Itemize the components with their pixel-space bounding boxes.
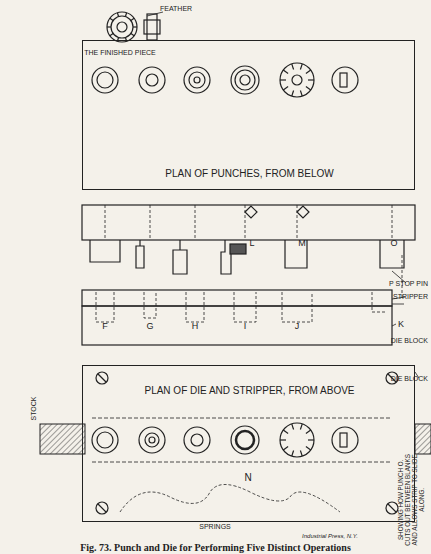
figure-caption: Fig. 73. Punch and Die for Performing Fi… <box>80 543 351 553</box>
part-label: G <box>146 322 153 331</box>
part-label: Industrial Press, N.Y. <box>302 533 358 539</box>
part-label: THE FINISHED PIECE <box>84 49 156 56</box>
part-label: FEATHER <box>160 5 192 12</box>
part-label: I <box>244 322 247 331</box>
part-label: SPRINGS <box>199 523 231 530</box>
part-label: O <box>390 239 397 248</box>
part-label: STRIPPER <box>393 293 428 300</box>
part-label: M <box>298 239 306 248</box>
plan-title: PLAN OF PUNCHES, FROM BELOW <box>165 169 333 179</box>
part-label: DIE BLOCK <box>391 375 428 382</box>
part-label: L <box>249 239 254 248</box>
plan-plate: PLAN OF PUNCHES, FROM BELOW <box>82 40 415 190</box>
part-label: STOCK <box>30 396 37 420</box>
part-label: H <box>192 322 199 331</box>
part-label: N <box>244 473 251 483</box>
part-label: DIE BLOCK <box>391 337 428 344</box>
part-label: SHOWING HOW PUNCH O. CUTS OUT BETWEEN BL… <box>397 453 425 548</box>
plan-plate: PLAN OF DIE AND STRIPPER, FROM ABOVE <box>82 365 415 522</box>
plan-title: PLAN OF DIE AND STRIPPER, FROM ABOVE <box>144 386 354 396</box>
part-label: J <box>295 322 300 331</box>
part-label: P STOP PIN <box>389 280 428 287</box>
part-label: F <box>102 322 108 331</box>
part-label: K <box>398 320 404 329</box>
